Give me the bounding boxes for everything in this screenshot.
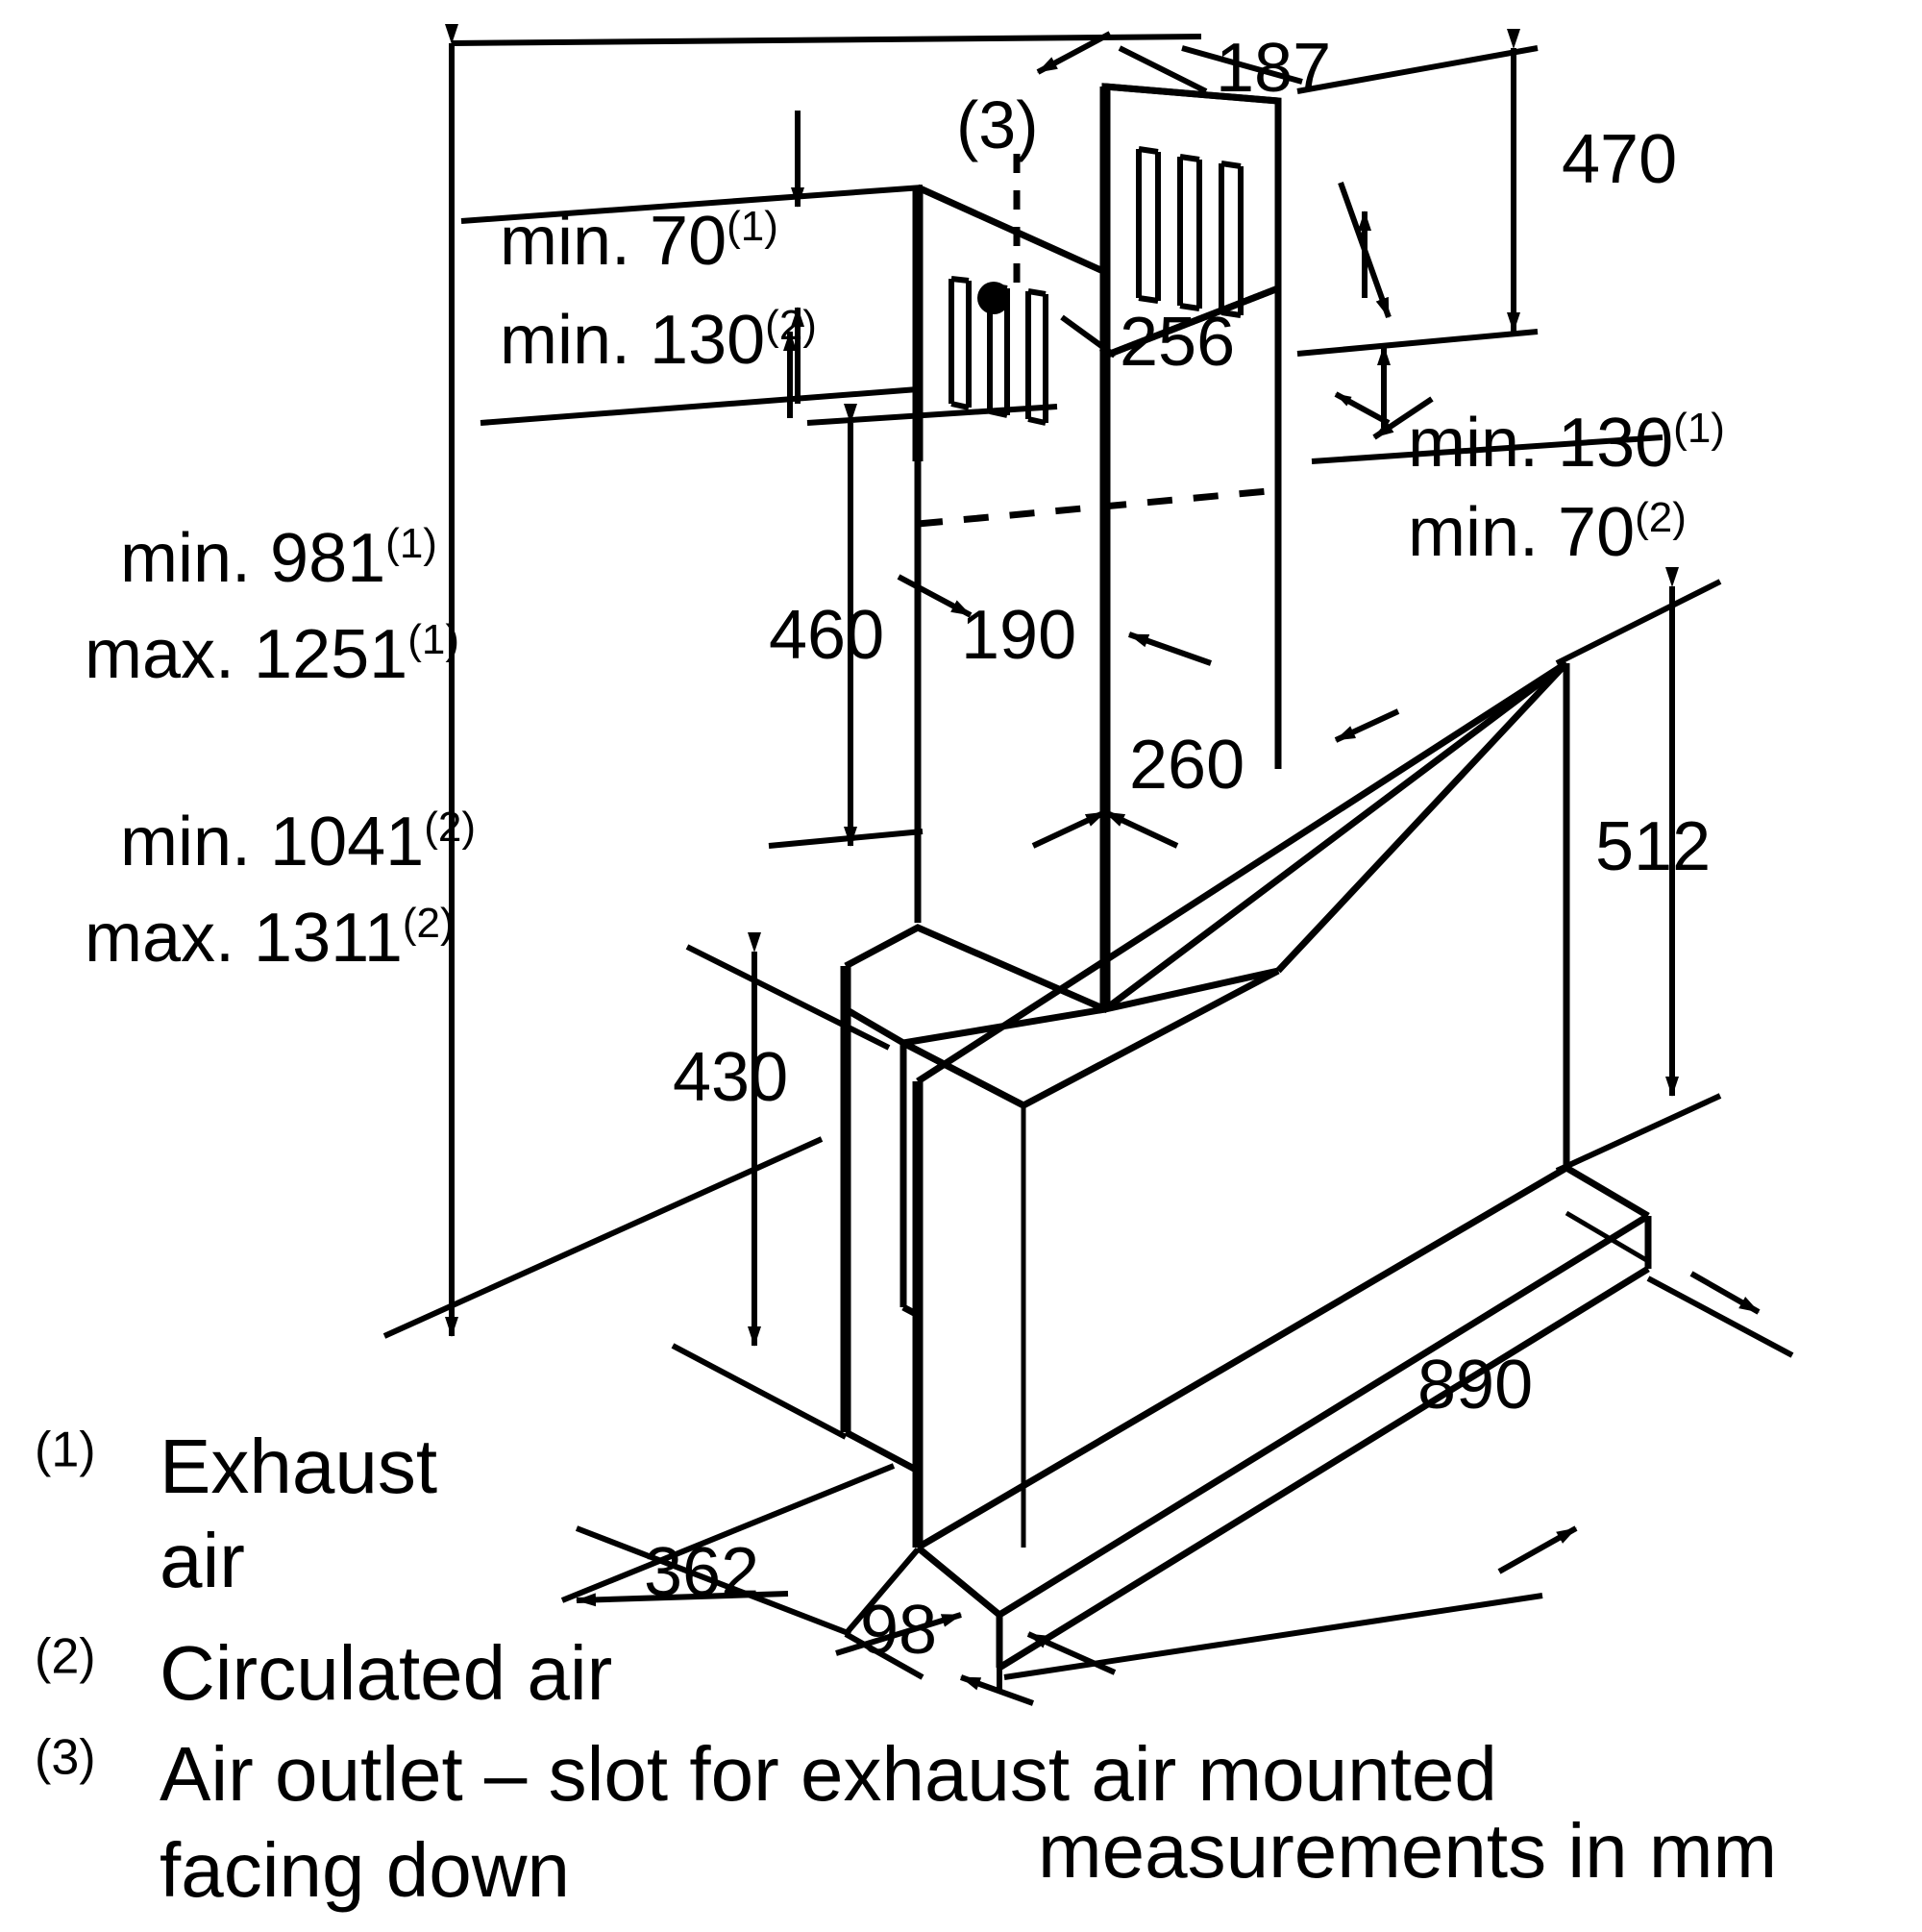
clearance-right-1: min. 130(1) bbox=[1408, 405, 1725, 482]
ext-187-left bbox=[1118, 45, 1208, 94]
leader-190-left bbox=[897, 574, 973, 618]
body-front-lip bbox=[901, 1039, 1025, 1109]
units-footer: measurements in mm bbox=[1038, 1808, 1778, 1894]
ext-187-right bbox=[1181, 45, 1303, 85]
leader-890-upper bbox=[1689, 1271, 1761, 1315]
ext-470-bottom bbox=[1296, 329, 1539, 357]
legend-item-3: (3) Air outlet – slot for exhaust air mo… bbox=[35, 1730, 1860, 1932]
legend-item-1: (1) Exhaust air bbox=[35, 1423, 1860, 1629]
legend-text-1-line2: air bbox=[160, 1518, 245, 1603]
ext-470-top bbox=[1296, 45, 1539, 94]
clearance-top-2: min. 130(2) bbox=[500, 302, 817, 379]
chimney-top-rear-edge bbox=[1104, 83, 1279, 105]
clearance-left-1: min. 981(1) bbox=[120, 520, 437, 597]
dimension-470-label: 470 bbox=[1562, 121, 1678, 198]
leader-right-clearance-low bbox=[1334, 708, 1400, 743]
leader-187-left bbox=[1036, 31, 1112, 75]
legend-text-3-line1: Air outlet – slot for exhaust air mounte… bbox=[160, 1731, 1497, 1817]
handle-riser-right bbox=[1565, 1164, 1650, 1220]
leader-260-lower bbox=[1103, 809, 1179, 849]
chimney-front-top-edge bbox=[916, 184, 1107, 276]
body-top-plate-rear bbox=[844, 660, 1569, 1014]
chimney-step-line bbox=[1103, 285, 1280, 359]
ext-right-clearance-top bbox=[1311, 434, 1663, 464]
ext-362-lower bbox=[844, 1631, 924, 1680]
ext-362-upper bbox=[560, 1463, 896, 1603]
dimension-430-label: 430 bbox=[673, 1039, 789, 1116]
ext-890-right-a bbox=[1646, 1276, 1794, 1358]
handle-inner bbox=[1565, 1210, 1650, 1264]
clearance-top-1: min. 70(1) bbox=[500, 203, 778, 280]
legend-marker-2: (2) bbox=[35, 1628, 96, 1685]
body-top-left-front bbox=[844, 1005, 905, 1047]
ext-362-diag bbox=[575, 1525, 852, 1637]
leader-260-upper bbox=[1128, 632, 1212, 666]
handle-top bbox=[998, 1213, 1650, 1618]
leader-256-right bbox=[1334, 391, 1391, 426]
dimension-256-label: 256 bbox=[1120, 304, 1236, 381]
body-inner-fold bbox=[1104, 967, 1279, 1013]
dimension-190-label: 190 bbox=[961, 597, 1077, 674]
clearance-left-2: max. 1251(1) bbox=[85, 616, 459, 693]
glass-top-edge bbox=[916, 660, 1568, 1084]
legend-item-2: (2) Circulated air bbox=[35, 1629, 1860, 1730]
leader-362-right bbox=[835, 1612, 962, 1656]
ext-512-bottom bbox=[1555, 1093, 1722, 1174]
leader-256-left bbox=[1060, 314, 1117, 359]
hood-outline bbox=[840, 83, 1652, 1671]
outlet-center-dot bbox=[977, 282, 1010, 314]
dimension-260-label: 260 bbox=[1129, 727, 1245, 804]
handle-riser-left bbox=[915, 1545, 1002, 1618]
dimension-512-label: 512 bbox=[1595, 808, 1712, 885]
ext-512-top bbox=[1555, 579, 1722, 666]
callout-air-outlet-marker: (3) bbox=[956, 87, 1039, 162]
legend-marker-3: (3) bbox=[35, 1729, 96, 1786]
legend-block: (1) Exhaust air (2) Circulated air (3) A… bbox=[35, 1423, 1860, 1932]
ext-460-bottom bbox=[768, 829, 924, 849]
dimension-lines bbox=[382, 24, 1794, 1706]
ext-overall-top bbox=[451, 34, 1202, 46]
legend-text-2-line1: Circulated air bbox=[160, 1630, 613, 1716]
hidden-edge-dashed bbox=[917, 486, 1279, 528]
leader-190-right bbox=[1031, 809, 1107, 849]
grille-rear bbox=[1136, 146, 1244, 318]
leader-right-clearance-diag bbox=[1372, 396, 1434, 440]
ext-430-top bbox=[685, 944, 891, 1051]
leader-98-right bbox=[1026, 1631, 1117, 1675]
dimension-362-label: 362 bbox=[644, 1534, 760, 1611]
legend-text-1-line1: Exhaust bbox=[160, 1424, 438, 1509]
clearance-left-3: min. 1041(2) bbox=[120, 804, 476, 880]
body-shelf-right bbox=[1022, 967, 1280, 1109]
clearance-left-4: max. 1311(2) bbox=[85, 900, 455, 977]
dimension-460-label: 460 bbox=[769, 597, 885, 674]
ext-top-clearance-upper bbox=[460, 185, 924, 224]
ext-98-a bbox=[843, 1548, 921, 1636]
leader-890-lower bbox=[1497, 1525, 1578, 1574]
dimension-187-label: 187 bbox=[1216, 30, 1332, 107]
ext-430-bottom bbox=[671, 1343, 848, 1440]
body-top-right-edge bbox=[1275, 660, 1569, 974]
dimension-890-label: 890 bbox=[1417, 1347, 1534, 1424]
dimension-98-label: 98 bbox=[860, 1592, 938, 1669]
legend-text-3-line2: facing down bbox=[160, 1827, 570, 1913]
clearance-right-2: min. 70(2) bbox=[1408, 494, 1687, 571]
ext-460-top bbox=[806, 404, 1058, 426]
ext-top-clearance-lower bbox=[480, 386, 919, 426]
handle-bottom bbox=[998, 1266, 1650, 1671]
legend-marker-1: (1) bbox=[35, 1422, 96, 1478]
body-left-bottom-edge bbox=[844, 1428, 920, 1474]
